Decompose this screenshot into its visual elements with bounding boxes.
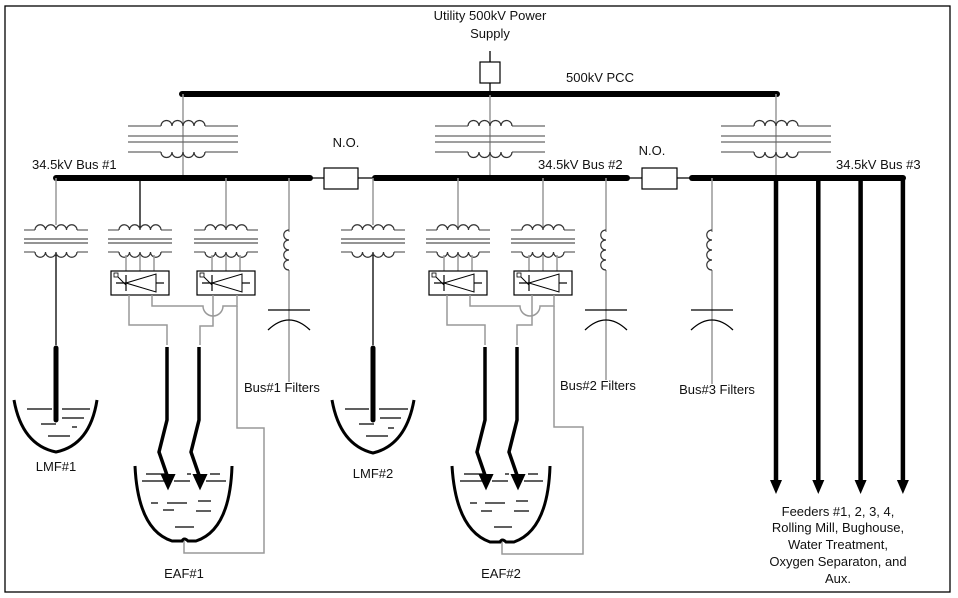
feeders-label-line4: Oxygen Separaton, and (769, 554, 906, 569)
eaf2-label: EAF#2 (481, 566, 521, 581)
eaf2-svc-b[interactable] (513, 270, 573, 296)
eaf1-svc-a[interactable] (110, 270, 170, 296)
lmf2-label: LMF#2 (353, 466, 393, 481)
feeder-arrow-icon-1 (770, 480, 782, 494)
tie-breaker-2[interactable] (641, 167, 678, 190)
feeders-label-line2: Rolling Mill, Bughouse, (772, 520, 904, 535)
bus3-filter[interactable] (690, 178, 734, 384)
bus3-label: 34.5kV Bus #3 (836, 157, 921, 172)
pcc-label: 500kV PCC (566, 70, 634, 85)
lmf1-transformer[interactable] (23, 224, 89, 258)
eaf1-transformer-a[interactable] (107, 224, 173, 258)
lmf2-branch (330, 178, 416, 455)
bus2-label: 34.5kV Bus #2 (538, 157, 623, 172)
lmf1-ladle[interactable] (12, 399, 99, 454)
feeders-label-line5: Aux. (825, 571, 851, 586)
feeder-arrow-icon-3 (854, 480, 867, 494)
diagram-frame (4, 5, 951, 593)
lmf2-transformer[interactable] (340, 224, 406, 258)
eaf2-transformer-a[interactable] (425, 224, 491, 258)
feeders-label-line1: Feeders #1, 2, 3, 4, (782, 504, 895, 519)
eaf1-branch (107, 178, 265, 554)
eaf2-transformer-b[interactable] (510, 224, 576, 258)
bus1-filters-label: Bus#1 Filters (244, 380, 320, 395)
bus3-filters-label: Bus#3 Filters (679, 382, 755, 397)
tie-breaker-2-label: N.O. (639, 143, 666, 158)
bus2-filters-label: Bus#2 Filters (560, 378, 636, 393)
tie-breaker-1[interactable] (323, 167, 359, 190)
eaf2-branch (425, 178, 584, 555)
tie-breaker-1-label: N.O. (333, 135, 360, 150)
utility-supply-label-line2: Supply (470, 26, 510, 41)
bus2-filter[interactable] (584, 178, 628, 380)
eaf1-label: EAF#1 (164, 566, 204, 581)
eaf1-svc-b[interactable] (196, 270, 256, 296)
utility-supply-label-line1: Utility 500kV Power (434, 8, 547, 23)
eaf1-transformer-b[interactable] (193, 224, 259, 258)
eaf1-vessel[interactable] (133, 465, 234, 543)
eaf2-vessel[interactable] (450, 465, 552, 544)
feeder-arrow-icon-2 (812, 480, 825, 494)
lmf2-ladle[interactable] (330, 399, 416, 455)
feeders-group (770, 178, 909, 494)
feeder-arrow-icon-4 (896, 480, 909, 494)
eaf2-svc-a[interactable] (428, 270, 488, 296)
lmf1-label: LMF#1 (36, 459, 76, 474)
feeders-label-line3: Water Treatment, (788, 537, 888, 552)
lmf1-branch (12, 178, 99, 454)
bus1-label: 34.5kV Bus #1 (32, 157, 117, 172)
utility-supply-box[interactable] (479, 61, 501, 84)
bus1-filter[interactable] (267, 178, 311, 382)
